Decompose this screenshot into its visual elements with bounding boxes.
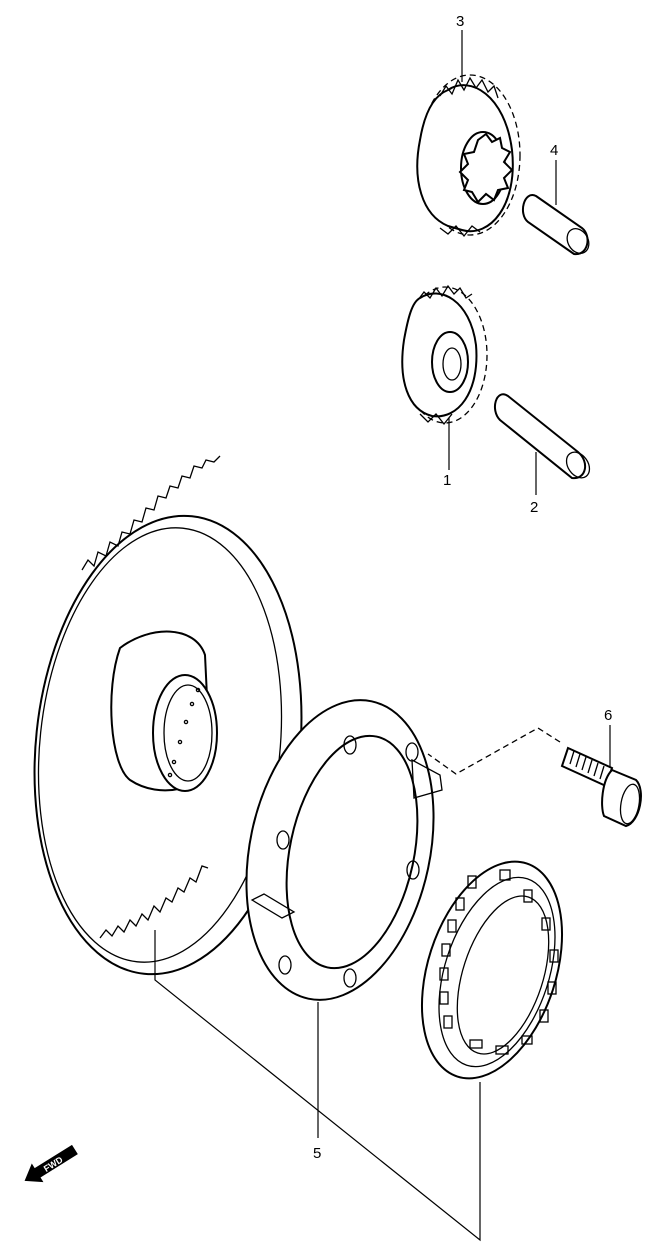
callout-4-group: 4 xyxy=(550,142,558,205)
callout-2: 2 xyxy=(530,499,538,516)
callout-2-group: 2 xyxy=(530,452,538,516)
callout-5: 5 xyxy=(313,1145,321,1162)
callout-6: 6 xyxy=(604,707,612,724)
idle-gear-part-3[interactable] xyxy=(416,74,521,238)
callout-4: 4 xyxy=(550,142,558,159)
clutch-housing[interactable] xyxy=(220,683,459,1018)
callout-1: 1 xyxy=(443,472,451,489)
callout-3-group: 3 xyxy=(456,13,464,82)
shaft-part-2[interactable] xyxy=(493,393,594,482)
bolt-part-6[interactable] xyxy=(560,746,642,828)
pin-part-4[interactable] xyxy=(521,194,593,257)
callout-1-group: 1 xyxy=(443,418,451,489)
starter-driven-gear[interactable] xyxy=(13,455,324,988)
fwd-arrow-icon: FWD xyxy=(24,1144,78,1183)
callout-5-group: 5 xyxy=(154,930,481,1242)
callout-6-group: 6 xyxy=(604,707,612,768)
bolt-insertion-path xyxy=(427,727,561,775)
one-way-clutch-bearing[interactable] xyxy=(397,844,588,1097)
callout-3: 3 xyxy=(456,13,464,30)
gear-part-1[interactable] xyxy=(401,284,488,426)
bearing-rollers xyxy=(439,869,559,1055)
